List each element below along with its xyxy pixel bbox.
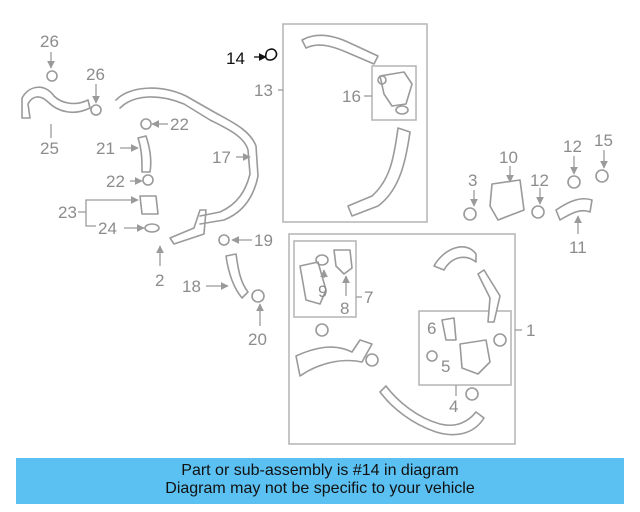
- housing-16: [379, 71, 413, 107]
- box-16: [371, 65, 417, 121]
- oring-9: [315, 254, 329, 266]
- clamp-3: [463, 207, 477, 221]
- callout-6: 6: [427, 319, 436, 338]
- box-1: [288, 233, 516, 445]
- part-14-clip: [264, 48, 278, 61]
- callout-9: 9: [318, 282, 327, 301]
- pipe-17: [115, 87, 259, 225]
- clamp-lower-b: [365, 353, 379, 367]
- clamp-19: [218, 234, 230, 246]
- caption-banner: Part or sub-assembly is #14 in diagram D…: [16, 458, 624, 504]
- callout-22a: 22: [170, 115, 189, 134]
- box-4: [418, 310, 512, 386]
- hose-21: [137, 135, 152, 173]
- oring-24: [144, 223, 160, 233]
- pipe-1: [433, 246, 501, 323]
- callout-8: 8: [340, 299, 349, 318]
- callout-21: 21: [96, 139, 115, 158]
- callout-22b: 22: [106, 172, 125, 191]
- callout-2: 2: [155, 271, 164, 290]
- clamp-lower-a: [315, 323, 329, 337]
- callout-12b: 12: [530, 171, 549, 190]
- caption-line-2: Diagram may not be specific to your vehi…: [165, 480, 475, 497]
- hose-18: [225, 253, 249, 299]
- lower-hose-13: [347, 127, 411, 217]
- housing-9: [299, 261, 327, 305]
- callout-23: 23: [58, 203, 77, 222]
- clamp-15: [595, 169, 609, 183]
- callout-12a: 12: [563, 137, 582, 156]
- clamp-12b: [531, 205, 545, 219]
- clip-26b: [90, 104, 102, 116]
- parts-diagram: 26 26 25 22 21 22 23 24 17 2 19 18 20 14…: [21, 23, 613, 445]
- box-13: [282, 23, 428, 223]
- callout-13: 13: [254, 81, 273, 100]
- clamp-4: [465, 387, 479, 401]
- callout-26a: 26: [40, 32, 59, 51]
- fitting-6: [441, 317, 457, 341]
- callout-18: 18: [182, 277, 201, 296]
- fitting-23: [139, 195, 159, 215]
- callout-20: 20: [248, 330, 267, 349]
- hose-11: [555, 197, 593, 221]
- clamp-5: [426, 350, 438, 362]
- callout-4: 4: [449, 397, 458, 416]
- callout-7: 7: [364, 288, 373, 307]
- clamp-1: [493, 333, 507, 347]
- callout-5: 5: [441, 357, 450, 376]
- callout-19: 19: [254, 231, 273, 250]
- housing-5: [459, 339, 491, 375]
- clip-26a: [46, 70, 58, 82]
- callout-25: 25: [40, 139, 59, 158]
- caption-line-1: Part or sub-assembly is #14 in diagram: [181, 462, 459, 479]
- callout-1: 1: [526, 321, 535, 340]
- callout-16: 16: [342, 87, 361, 106]
- clamp-12a: [567, 175, 581, 189]
- pipe-17-inner: [119, 96, 251, 217]
- pump-10: [489, 179, 525, 221]
- box-7: [293, 240, 357, 318]
- callout-24: 24: [98, 219, 117, 238]
- hose-lower-b: [379, 385, 485, 436]
- seal-16: [395, 105, 409, 115]
- callout-26b: 26: [86, 65, 105, 84]
- callout-3: 3: [468, 171, 477, 190]
- clamp-20: [251, 289, 265, 303]
- callout-10: 10: [499, 148, 518, 167]
- gasket-8: [333, 249, 353, 275]
- clamp-16: [377, 75, 387, 85]
- hose-25: [21, 86, 91, 119]
- pipe-2: [169, 209, 207, 245]
- callout-11: 11: [569, 238, 587, 257]
- clamp-22b: [142, 174, 154, 186]
- upper-pipe-13: [301, 34, 379, 65]
- clamp-22a: [140, 118, 152, 130]
- hose-lower-a: [295, 339, 373, 377]
- callout-17: 17: [212, 148, 231, 167]
- callout-14: 14: [226, 49, 245, 68]
- callout-15: 15: [594, 131, 613, 150]
